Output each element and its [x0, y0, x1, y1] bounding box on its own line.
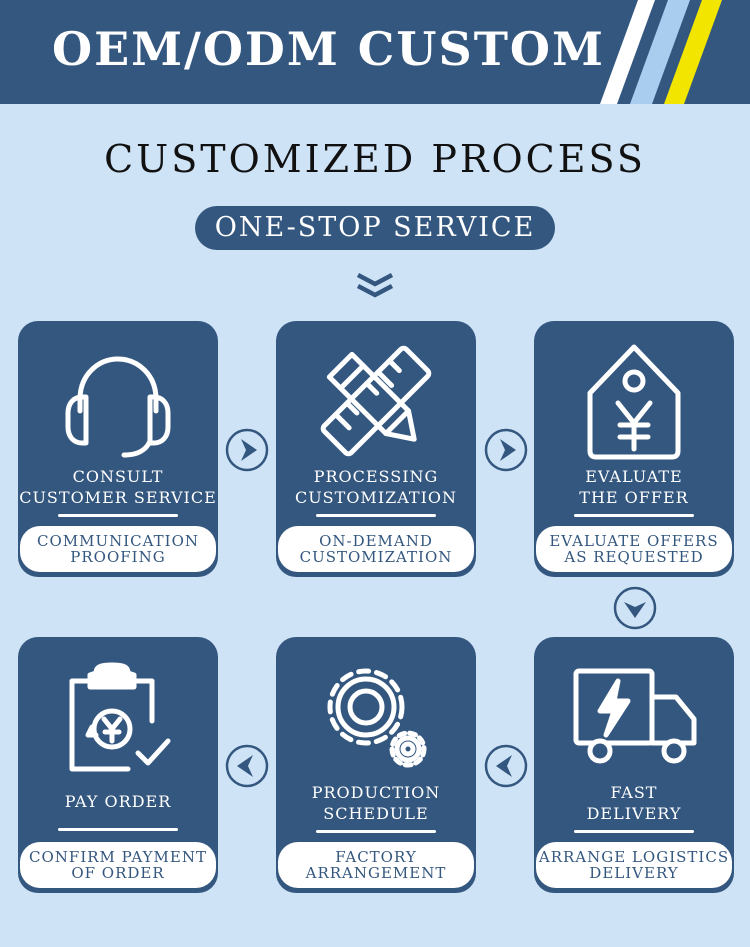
card-divider	[58, 514, 178, 517]
card-subtitle-line1: EVALUATE OFFERS	[549, 532, 719, 550]
card-divider	[574, 830, 694, 833]
step-card-consult: CONSULT CUSTOMER SERVICE COMMUNICATION P…	[18, 321, 218, 577]
card-subtitle-line2: PROOFING	[70, 548, 166, 566]
card-title-line1: CONSULT	[72, 467, 164, 486]
header-stripes-decoration	[600, 0, 722, 104]
card-subtitle-box: COMMUNICATION PROOFING	[20, 526, 216, 572]
card-subtitle-line1: COMMUNICATION	[36, 532, 200, 550]
step-card-delivery: FAST DELIVERY ARRANGE LOGISTICS DELIVERY	[534, 637, 734, 893]
arrow-right-icon	[484, 428, 528, 472]
card-title-line2: SCHEDULE	[323, 804, 429, 823]
card-subtitle-line2: DELIVERY	[589, 864, 679, 882]
step-card-production: PRODUCTION SCHEDULE FACTORY ARRANGEMENT	[276, 637, 476, 893]
card-subtitle-line2: CUSTOMIZATION	[299, 548, 453, 566]
delivery-truck-icon	[573, 668, 697, 764]
step-card-processing: PROCESSING CUSTOMIZATION ON-DEMAND CUSTO…	[276, 321, 476, 577]
card-subtitle-line2: OF ORDER	[71, 864, 165, 882]
card-title-line1: FAST	[610, 783, 658, 802]
card-subtitle-box: FACTORY ARRANGEMENT	[278, 842, 474, 888]
card-title-line2: THE OFFER	[579, 488, 689, 507]
card-subtitle-box: EVALUATE OFFERS AS REQUESTED	[536, 526, 732, 572]
card-divider	[574, 514, 694, 517]
card-title-line1: PROCESSING	[313, 467, 439, 486]
card-title-line1: PRODUCTION	[311, 783, 441, 802]
card-divider	[316, 514, 436, 517]
headset-icon	[65, 356, 171, 458]
arrow-down-icon	[613, 586, 657, 630]
header-banner: OEM/ODM CUSTOM	[0, 0, 750, 104]
card-subtitle-box: CONFIRM PAYMENT OF ORDER	[20, 842, 216, 888]
double-chevron-down-icon	[356, 273, 394, 298]
card-subtitle-line2: AS REQUESTED	[564, 548, 704, 566]
arrow-left-icon	[484, 744, 528, 788]
card-subtitle-box: ON-DEMAND CUSTOMIZATION	[278, 526, 474, 572]
clipboard-payment-icon	[69, 662, 171, 772]
card-title-line2: CUSTOMER SERVICE	[19, 488, 217, 507]
arrow-right-icon	[225, 428, 269, 472]
card-subtitle-line1: ON-DEMAND	[319, 532, 433, 550]
step-card-evaluate: EVALUATE THE OFFER EVALUATE OFFERS AS RE…	[534, 321, 734, 577]
gears-icon	[327, 668, 427, 768]
card-title-line1: EVALUATE	[585, 467, 683, 486]
card-title-line2: DELIVERY	[586, 804, 682, 823]
card-subtitle-box: ARRANGE LOGISTICS DELIVERY	[536, 842, 732, 888]
card-subtitle-line1: ARRANGE LOGISTICS	[538, 848, 730, 866]
arrow-left-icon	[225, 744, 269, 788]
card-title-line2: CUSTOMIZATION	[294, 488, 458, 507]
card-subtitle-line2: ARRANGEMENT	[305, 864, 447, 882]
one-stop-service-pill: ONE-STOP SERVICE	[195, 206, 555, 250]
header-title: OEM/ODM CUSTOM	[52, 22, 605, 76]
pencil-ruler-icon	[320, 345, 432, 457]
card-divider	[58, 828, 178, 831]
card-title-line2: PAY ORDER	[64, 792, 172, 811]
card-subtitle-line1: CONFIRM PAYMENT	[29, 848, 207, 866]
card-subtitle-line1: FACTORY	[335, 848, 417, 866]
card-divider	[316, 830, 436, 833]
page-title: CUSTOMIZED PROCESS	[104, 137, 646, 181]
step-card-pay-order: PAY ORDER CONFIRM PAYMENT OF ORDER	[18, 637, 218, 893]
price-tag-yen-icon	[587, 344, 681, 460]
